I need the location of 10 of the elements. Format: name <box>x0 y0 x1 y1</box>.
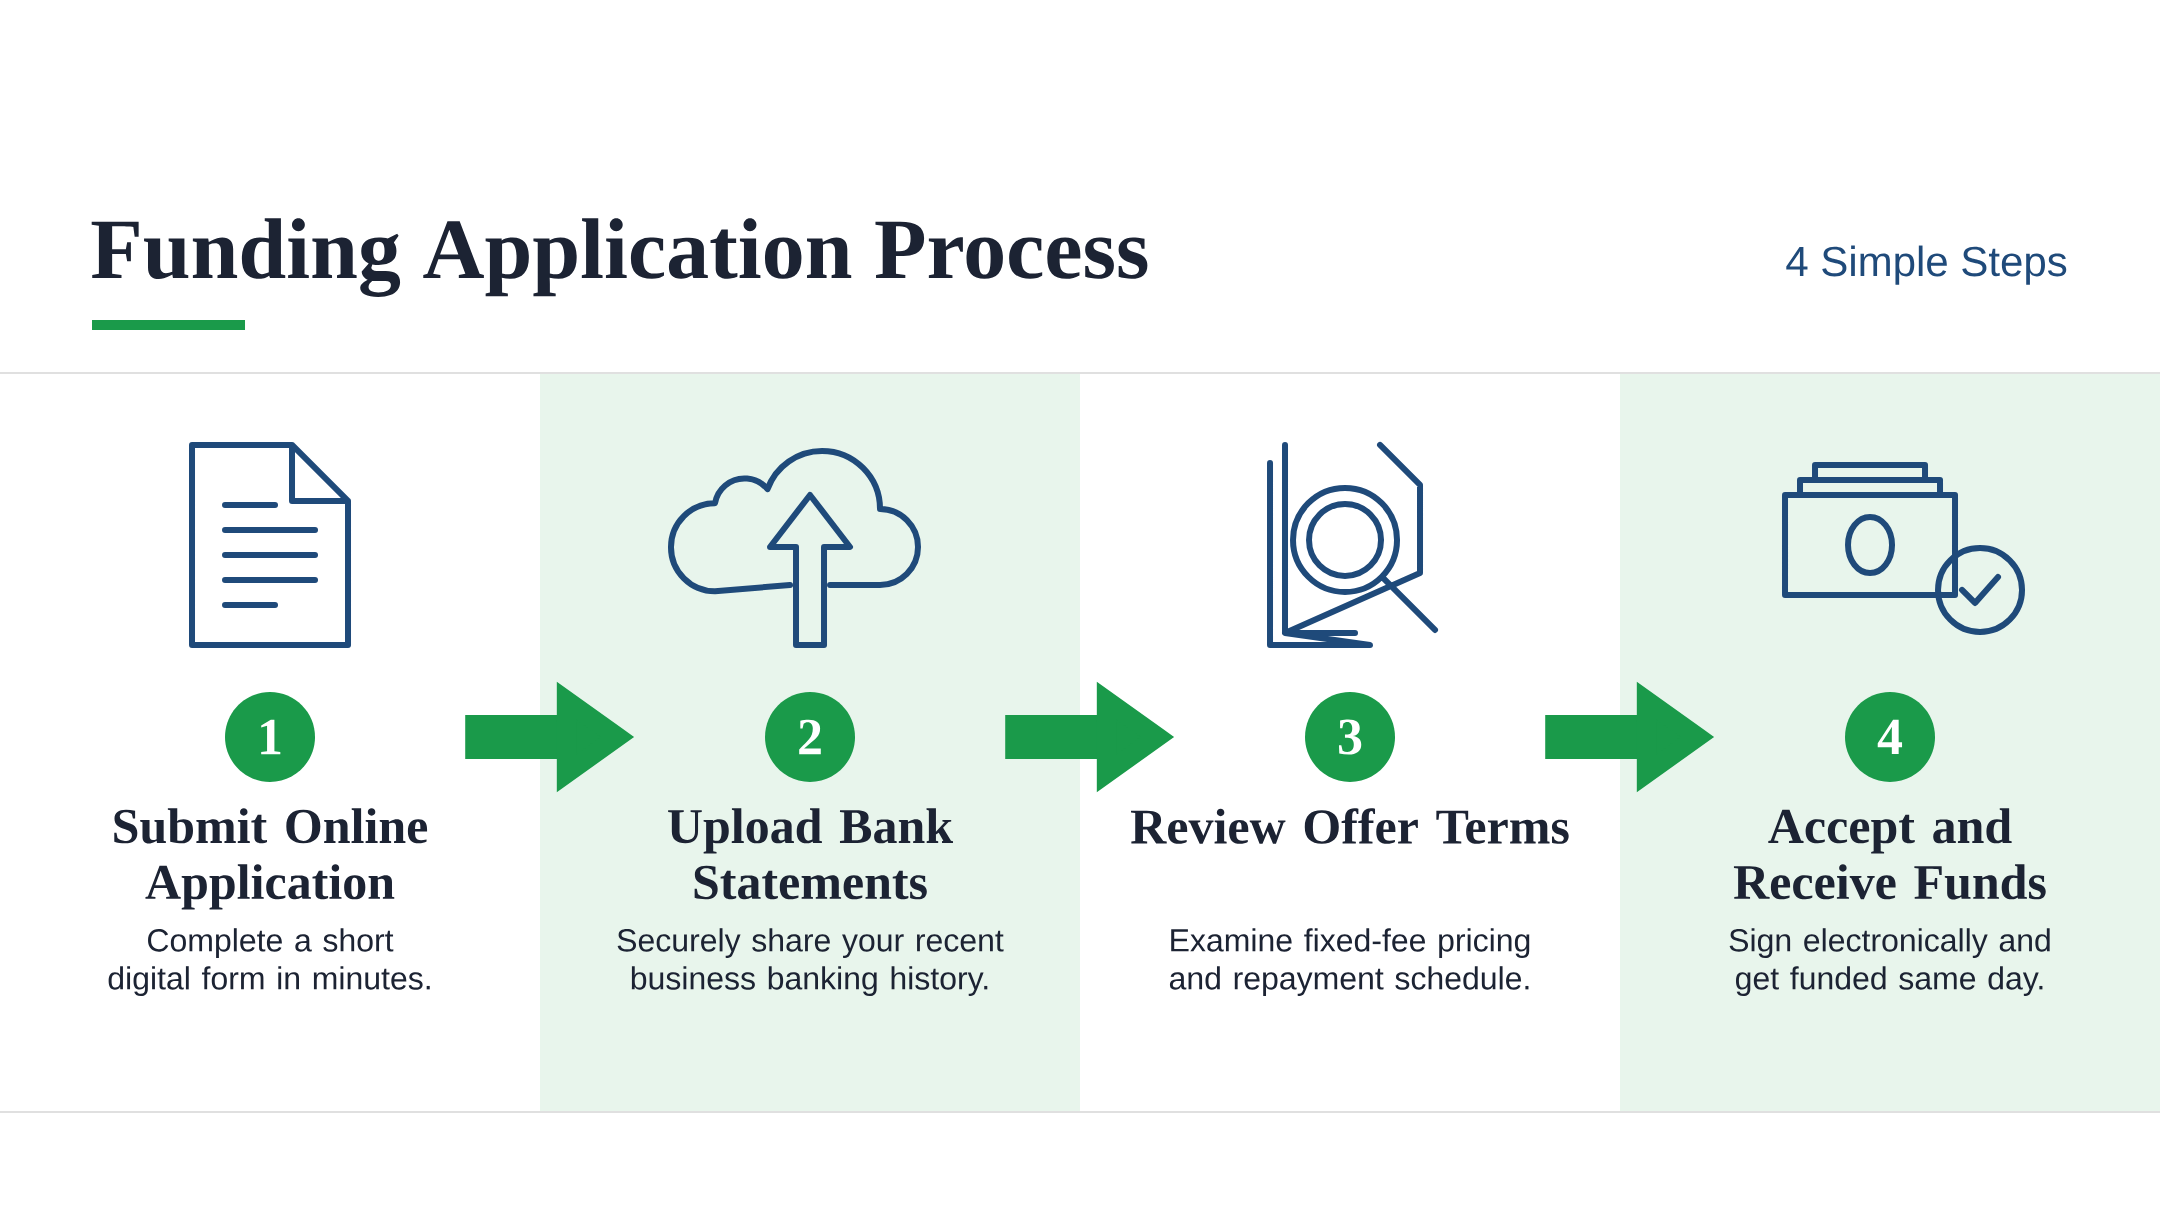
step-heading: Upload Bank Statements <box>668 808 953 900</box>
title: Funding Application Process <box>91 218 1148 297</box>
step-description: Examine fixed-fee pricing and repayment schedule. <box>1169 928 1530 996</box>
step-description: Sign electronically and get funded same day. <box>1729 928 2050 996</box>
step-description: Complete a short digital form in minutes. <box>108 928 430 996</box>
step-description: Securely share your recent business banking history. <box>617 928 1004 996</box>
step-heading: Review Offer Terms <box>1131 808 1569 844</box>
step-heading: Submit Online Application <box>114 808 428 910</box>
subtitle: 4 Simple Steps <box>1786 245 2067 285</box>
step-heading: Accept and Receive Funds <box>1733 808 2046 900</box>
